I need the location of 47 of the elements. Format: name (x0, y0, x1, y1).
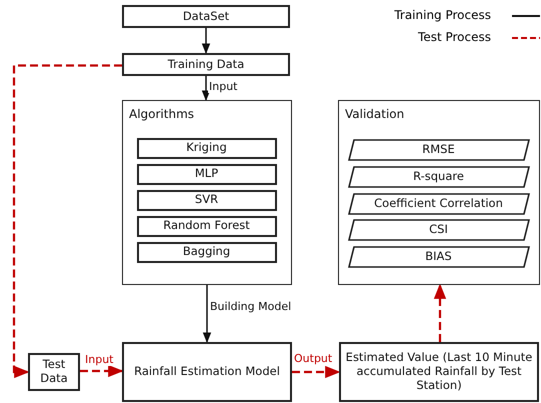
process-box (136, 138, 276, 158)
group-panel (122, 100, 292, 285)
process-box (136, 216, 276, 236)
node-label: Coefficient Correlation (374, 196, 503, 210)
node-label: Training Data (168, 58, 244, 72)
process-box (136, 190, 276, 210)
node-label: Test Data (39, 358, 69, 386)
node-label: Rainfall Estimation Model (134, 365, 280, 379)
process-box (28, 353, 80, 391)
group-panel (338, 100, 540, 285)
process-box (339, 342, 539, 402)
metric-parallelogram (348, 218, 530, 240)
arrow (12, 64, 122, 378)
legend-label: Training Process (394, 8, 491, 22)
arrow (202, 28, 210, 54)
node-label: Kriging (186, 141, 227, 155)
node-label: DataSet (182, 10, 230, 24)
edge-label: Input (208, 80, 238, 93)
node-label: MLP (194, 167, 218, 181)
node-label: CSI (429, 222, 448, 236)
metric-parallelogram (348, 192, 530, 214)
arrow (202, 285, 212, 344)
metric-parallelogram (348, 138, 530, 160)
edge-label: Output (293, 352, 334, 365)
process-box (122, 5, 290, 28)
arrow (202, 76, 210, 102)
arrow (80, 364, 124, 378)
node-label: SVR (194, 193, 218, 207)
process-box (136, 164, 276, 184)
node-label: BIAS (425, 250, 452, 264)
node-label: Bagging (182, 245, 230, 259)
edge-label: Building Model (209, 300, 292, 313)
process-box (122, 342, 292, 402)
node-label: R-square (413, 170, 464, 184)
process-box (122, 53, 290, 76)
legend-label: Test Process (418, 30, 491, 44)
node-label: RMSE (422, 142, 455, 156)
panel-heading: Algorithms (129, 107, 194, 122)
edge-label: Input (84, 353, 114, 366)
arrow (434, 283, 446, 342)
metric-parallelogram (348, 246, 530, 268)
metric-parallelogram (348, 166, 530, 188)
process-box (136, 242, 276, 262)
node-label: Random Forest (163, 219, 250, 233)
arrow (292, 366, 341, 378)
node-label: Estimated Value (Last 10 Minute accumulated Rainfall by Test Station) (344, 351, 534, 393)
panel-heading: Validation (345, 107, 404, 122)
